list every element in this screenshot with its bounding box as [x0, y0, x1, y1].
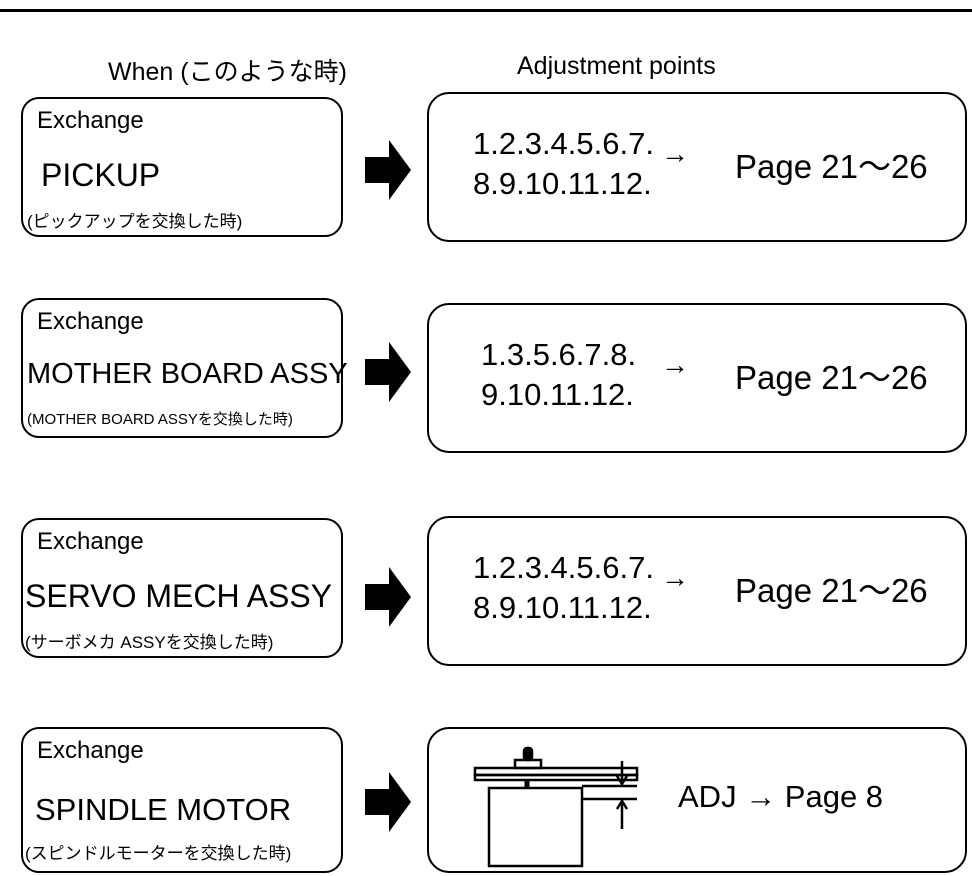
part-name-japanese: (MOTHER BOARD ASSYを交換した時): [27, 411, 293, 428]
right-arrow-icon: [365, 342, 411, 402]
adjustment-points: 1.2.3.4.5.6.7. 8.9.10.11.12.: [473, 124, 654, 204]
adjustment-points-line1: 1.3.5.6.7.8.: [481, 337, 637, 372]
page-reference: Page 21～26: [735, 148, 928, 185]
arrow-glyph: →: [661, 562, 689, 593]
arrow-glyph: →: [661, 349, 689, 380]
adjustment-box-spindle-motor: ADJ → Page 8: [427, 727, 967, 873]
adjustment-points-line2: 9.10.11.12.: [481, 377, 634, 412]
exchange-box-spindle-motor: Exchange SPINDLE MOTOR (スピンドルモーターを交換した時): [21, 727, 343, 873]
adjustment-page-reference: ADJ → Page 8: [678, 779, 884, 814]
right-arrow-icon: [365, 140, 411, 200]
part-name: PICKUP: [41, 157, 161, 193]
exchange-label: Exchange: [37, 107, 144, 134]
part-name-japanese: (スピンドルモーターを交換した時): [25, 844, 292, 863]
when-header: When (このような時): [108, 58, 347, 86]
exchange-box-pickup: Exchange PICKUP (ピックアップを交換した時): [21, 97, 343, 237]
exchange-box-servo-mech: Exchange SERVO MECH ASSY (サーボメカ ASSYを交換し…: [21, 518, 343, 658]
right-arrow-icon: [365, 772, 411, 832]
exchange-label: Exchange: [37, 737, 144, 764]
exchange-label: Exchange: [37, 308, 144, 335]
arrow-glyph: →: [661, 138, 689, 169]
part-name-japanese: (ピックアップを交換した時): [27, 212, 243, 231]
page-reference: Page 21～26: [735, 359, 928, 396]
page-reference: Page 21～26: [735, 572, 928, 609]
adjustment-box-mother-board: 1.3.5.6.7.8. 9.10.11.12. → Page 21～26: [427, 303, 967, 453]
adjustment-points-line1: 1.2.3.4.5.6.7.: [473, 550, 654, 585]
adjustment-points-line2: 8.9.10.11.12.: [473, 166, 652, 201]
top-rule: [0, 9, 972, 12]
adjustment-points: 1.2.3.4.5.6.7. 8.9.10.11.12.: [473, 548, 654, 628]
adjustment-box-pickup: 1.2.3.4.5.6.7. 8.9.10.11.12. → Page 21～2…: [427, 92, 967, 242]
adjustment-points-header: Adjustment points: [517, 52, 716, 80]
exchange-box-mother-board: Exchange MOTHER BOARD ASSY (MOTHER BOARD…: [21, 298, 348, 438]
spindle-motor-diagram: [473, 746, 639, 868]
adjustment-points-line2: 8.9.10.11.12.: [473, 590, 652, 625]
exchange-label: Exchange: [37, 528, 144, 555]
adjustment-points: 1.3.5.6.7.8. 9.10.11.12.: [481, 335, 636, 415]
part-name-japanese: (サーボメカ ASSYを交換した時): [25, 633, 274, 652]
part-name: SPINDLE MOTOR: [35, 792, 292, 827]
adjustment-points-line1: 1.2.3.4.5.6.7.: [473, 126, 654, 161]
adjustment-box-servo-mech: 1.2.3.4.5.6.7. 8.9.10.11.12. → Page 21～2…: [427, 516, 967, 666]
right-arrow-icon: [365, 567, 411, 627]
part-name: MOTHER BOARD ASSY: [27, 358, 348, 390]
part-name: SERVO MECH ASSY: [25, 578, 333, 614]
